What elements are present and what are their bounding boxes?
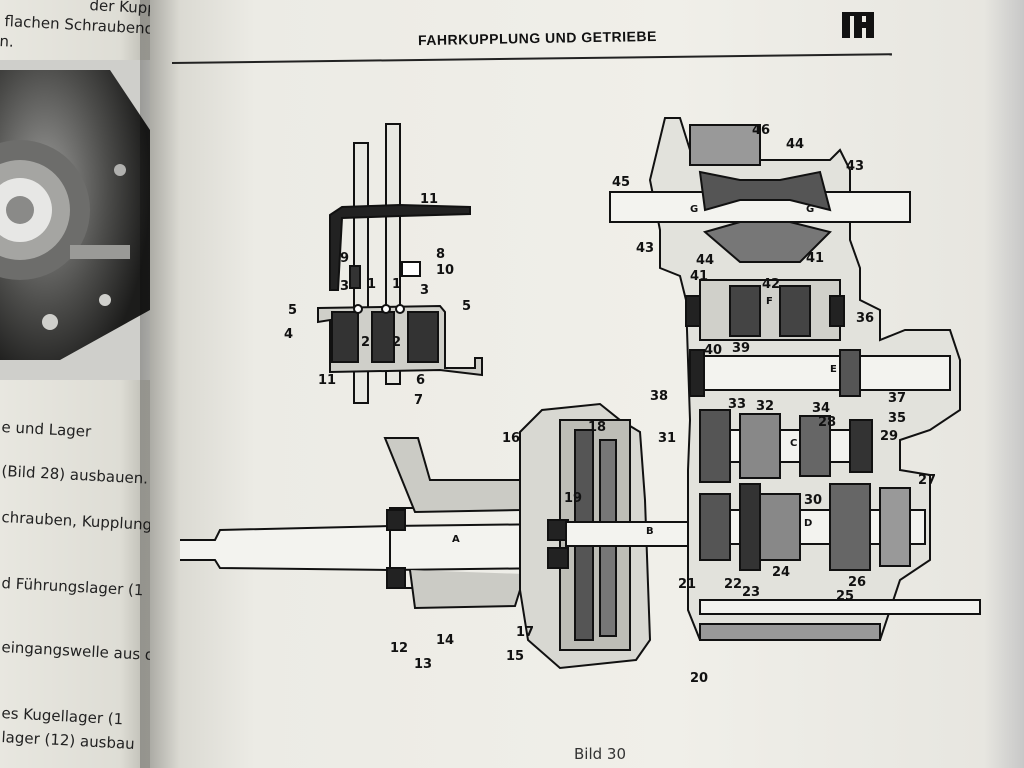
shaft-letters: A B C D E F G G bbox=[452, 204, 837, 545]
svg-text:D: D bbox=[804, 518, 812, 529]
svg-text:42: 42 bbox=[762, 277, 780, 292]
svg-text:21: 21 bbox=[678, 577, 696, 592]
shaft-a bbox=[180, 418, 561, 610]
svg-text:5: 5 bbox=[462, 299, 471, 314]
shaft-b bbox=[565, 521, 697, 547]
svg-text:17: 17 bbox=[516, 625, 534, 640]
svg-text:12: 12 bbox=[390, 641, 408, 656]
svg-text:C: C bbox=[790, 438, 797, 449]
svg-text:27: 27 bbox=[918, 473, 936, 488]
svg-text:36: 36 bbox=[856, 311, 874, 326]
svg-text:11: 11 bbox=[318, 373, 336, 388]
book-gutter bbox=[140, 0, 180, 768]
svg-text:46: 46 bbox=[752, 123, 770, 138]
svg-text:23: 23 bbox=[742, 585, 760, 600]
svg-text:A: A bbox=[452, 534, 460, 545]
svg-text:8: 8 bbox=[436, 247, 445, 262]
figure-caption: Bild 30 bbox=[574, 745, 627, 763]
svg-text:20: 20 bbox=[690, 671, 708, 686]
shift-rail-detail bbox=[317, 123, 483, 404]
svg-text:41: 41 bbox=[806, 251, 824, 266]
svg-text:F: F bbox=[766, 296, 773, 307]
svg-text:6: 6 bbox=[416, 373, 425, 388]
left-page: der Kupplung flachen Schraubendrehe n. e… bbox=[0, 0, 150, 768]
svg-text:39: 39 bbox=[732, 341, 750, 356]
svg-text:44: 44 bbox=[786, 137, 804, 152]
svg-text:34: 34 bbox=[812, 401, 830, 416]
page-edge bbox=[984, 0, 1024, 768]
svg-text:5: 5 bbox=[288, 303, 297, 318]
svg-text:35: 35 bbox=[888, 411, 906, 426]
svg-text:15: 15 bbox=[506, 649, 524, 664]
svg-text:37: 37 bbox=[888, 391, 906, 406]
svg-text:43: 43 bbox=[846, 159, 864, 174]
ih-logo bbox=[842, 12, 874, 38]
svg-text:3: 3 bbox=[340, 279, 349, 294]
svg-text:32: 32 bbox=[756, 399, 774, 414]
svg-text:B: B bbox=[646, 526, 654, 537]
svg-text:1: 1 bbox=[367, 277, 376, 292]
callout-numbers: 1 1 2 2 3 3 4 5 5 6 7 8 9 10 11 11 12 13… bbox=[284, 123, 936, 686]
svg-text:13: 13 bbox=[414, 657, 432, 672]
svg-text:2: 2 bbox=[392, 335, 401, 350]
svg-text:25: 25 bbox=[836, 589, 854, 604]
svg-text:1: 1 bbox=[392, 277, 401, 292]
svg-text:38: 38 bbox=[650, 389, 668, 404]
svg-text:10: 10 bbox=[436, 263, 454, 278]
svg-text:28: 28 bbox=[818, 415, 836, 430]
svg-text:40: 40 bbox=[704, 343, 722, 358]
svg-text:22: 22 bbox=[724, 577, 742, 592]
clutch-photo bbox=[0, 60, 150, 380]
svg-text:16: 16 bbox=[502, 431, 520, 446]
svg-text:29: 29 bbox=[880, 429, 898, 444]
svg-text:24: 24 bbox=[772, 565, 790, 580]
svg-text:30: 30 bbox=[804, 493, 822, 508]
svg-text:G: G bbox=[806, 204, 814, 215]
svg-text:11: 11 bbox=[420, 192, 438, 207]
svg-text:41: 41 bbox=[690, 269, 708, 284]
svg-text:9: 9 bbox=[340, 251, 349, 266]
svg-text:G: G bbox=[690, 204, 698, 215]
svg-text:44: 44 bbox=[696, 253, 714, 268]
svg-text:31: 31 bbox=[658, 431, 676, 446]
svg-text:7: 7 bbox=[414, 393, 423, 408]
svg-text:18: 18 bbox=[588, 420, 606, 435]
svg-text:4: 4 bbox=[284, 327, 293, 342]
svg-text:33: 33 bbox=[728, 397, 746, 412]
svg-text:3: 3 bbox=[420, 283, 429, 298]
svg-text:26: 26 bbox=[848, 575, 866, 590]
svg-text:14: 14 bbox=[436, 633, 454, 648]
svg-text:19: 19 bbox=[564, 491, 582, 506]
gearbox-housing bbox=[609, 117, 981, 641]
svg-text:43: 43 bbox=[636, 241, 654, 256]
svg-text:45: 45 bbox=[612, 175, 630, 190]
svg-text:2: 2 bbox=[361, 335, 370, 350]
svg-text:E: E bbox=[830, 364, 837, 375]
